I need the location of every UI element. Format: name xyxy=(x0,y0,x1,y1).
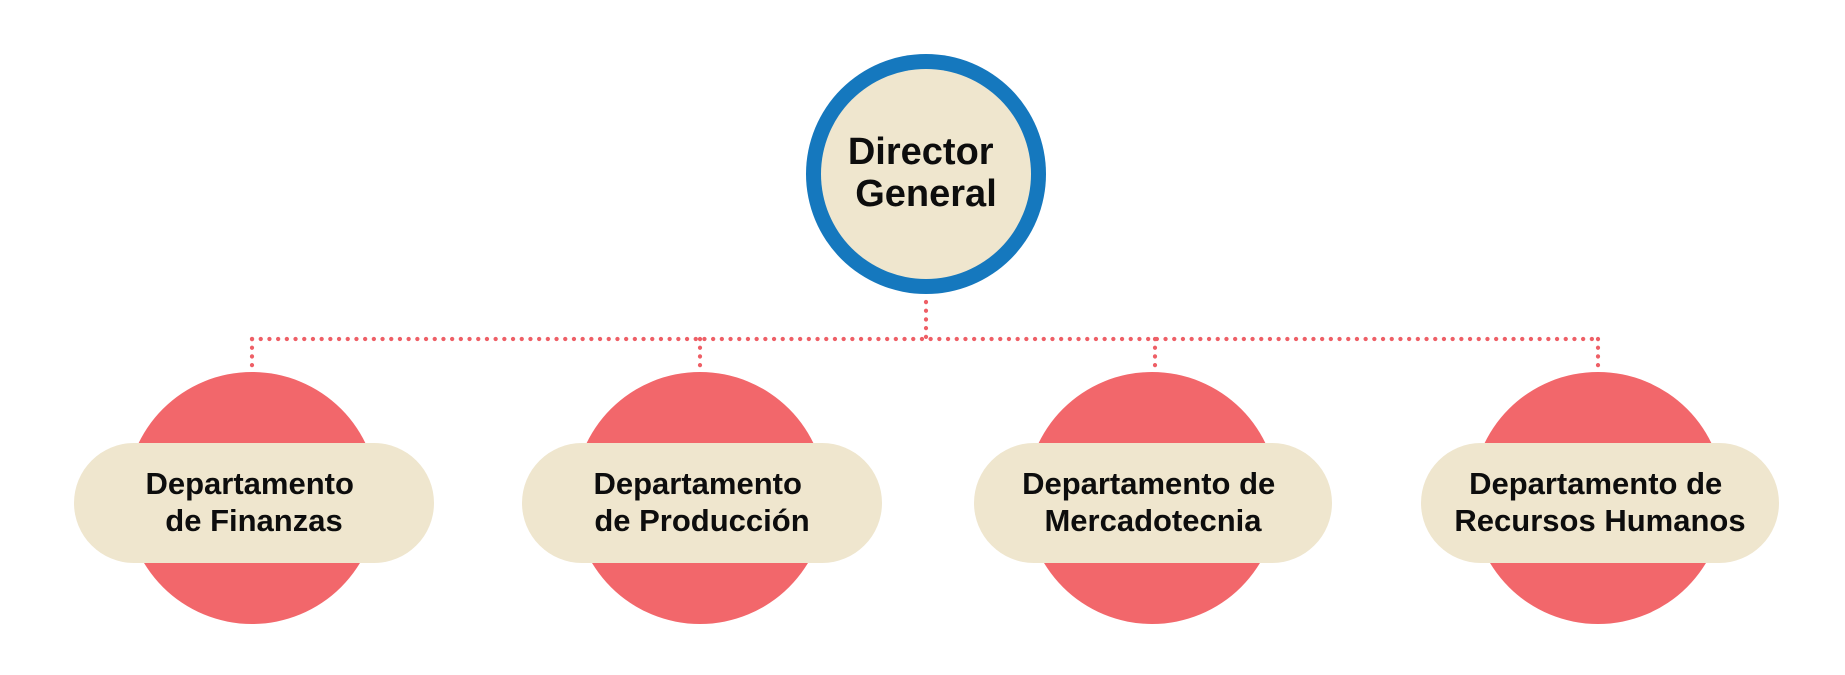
department-label-line2: de Producción xyxy=(594,503,809,538)
department-label-line2: Recursos Humanos xyxy=(1454,503,1745,538)
department-label-line1: Departamento xyxy=(145,466,353,501)
root-node-label-line1: Director xyxy=(848,131,994,173)
department-label: Departamento de Recursos Humanos xyxy=(1454,466,1745,538)
department-node-recursos-humanos: Departamento de Recursos Humanos xyxy=(1421,372,1779,624)
department-label-line2: de Finanzas xyxy=(165,503,342,538)
root-node-label-line2: General xyxy=(855,173,997,215)
root-node-label: Director General xyxy=(848,131,1004,215)
department-label-line1: Departamento de xyxy=(1469,466,1722,501)
department-label-line2: Mercadotecnia xyxy=(1044,503,1262,538)
department-pill xyxy=(974,443,1332,563)
department-label-line1: Departamento xyxy=(593,466,801,501)
department-pill xyxy=(522,443,882,563)
connector-lines xyxy=(249,299,1601,375)
root-node-fill xyxy=(821,69,1031,279)
department-label: Departamento de Finanzas xyxy=(145,466,362,538)
department-label: Departamento de Producción xyxy=(593,466,810,538)
department-pill xyxy=(1421,443,1779,563)
department-label-line1: Departamento de xyxy=(1022,466,1275,501)
department-pill xyxy=(74,443,434,563)
department-node-produccion: Departamento de Producción xyxy=(522,372,882,624)
department-node-mercadotecnia: Departamento de Mercadotecnia xyxy=(974,372,1332,624)
department-label: Departamento de Mercadotecnia xyxy=(1022,466,1284,538)
department-node-finanzas: Departamento de Finanzas xyxy=(74,372,434,624)
root-node-director-general: Director General xyxy=(806,54,1046,294)
